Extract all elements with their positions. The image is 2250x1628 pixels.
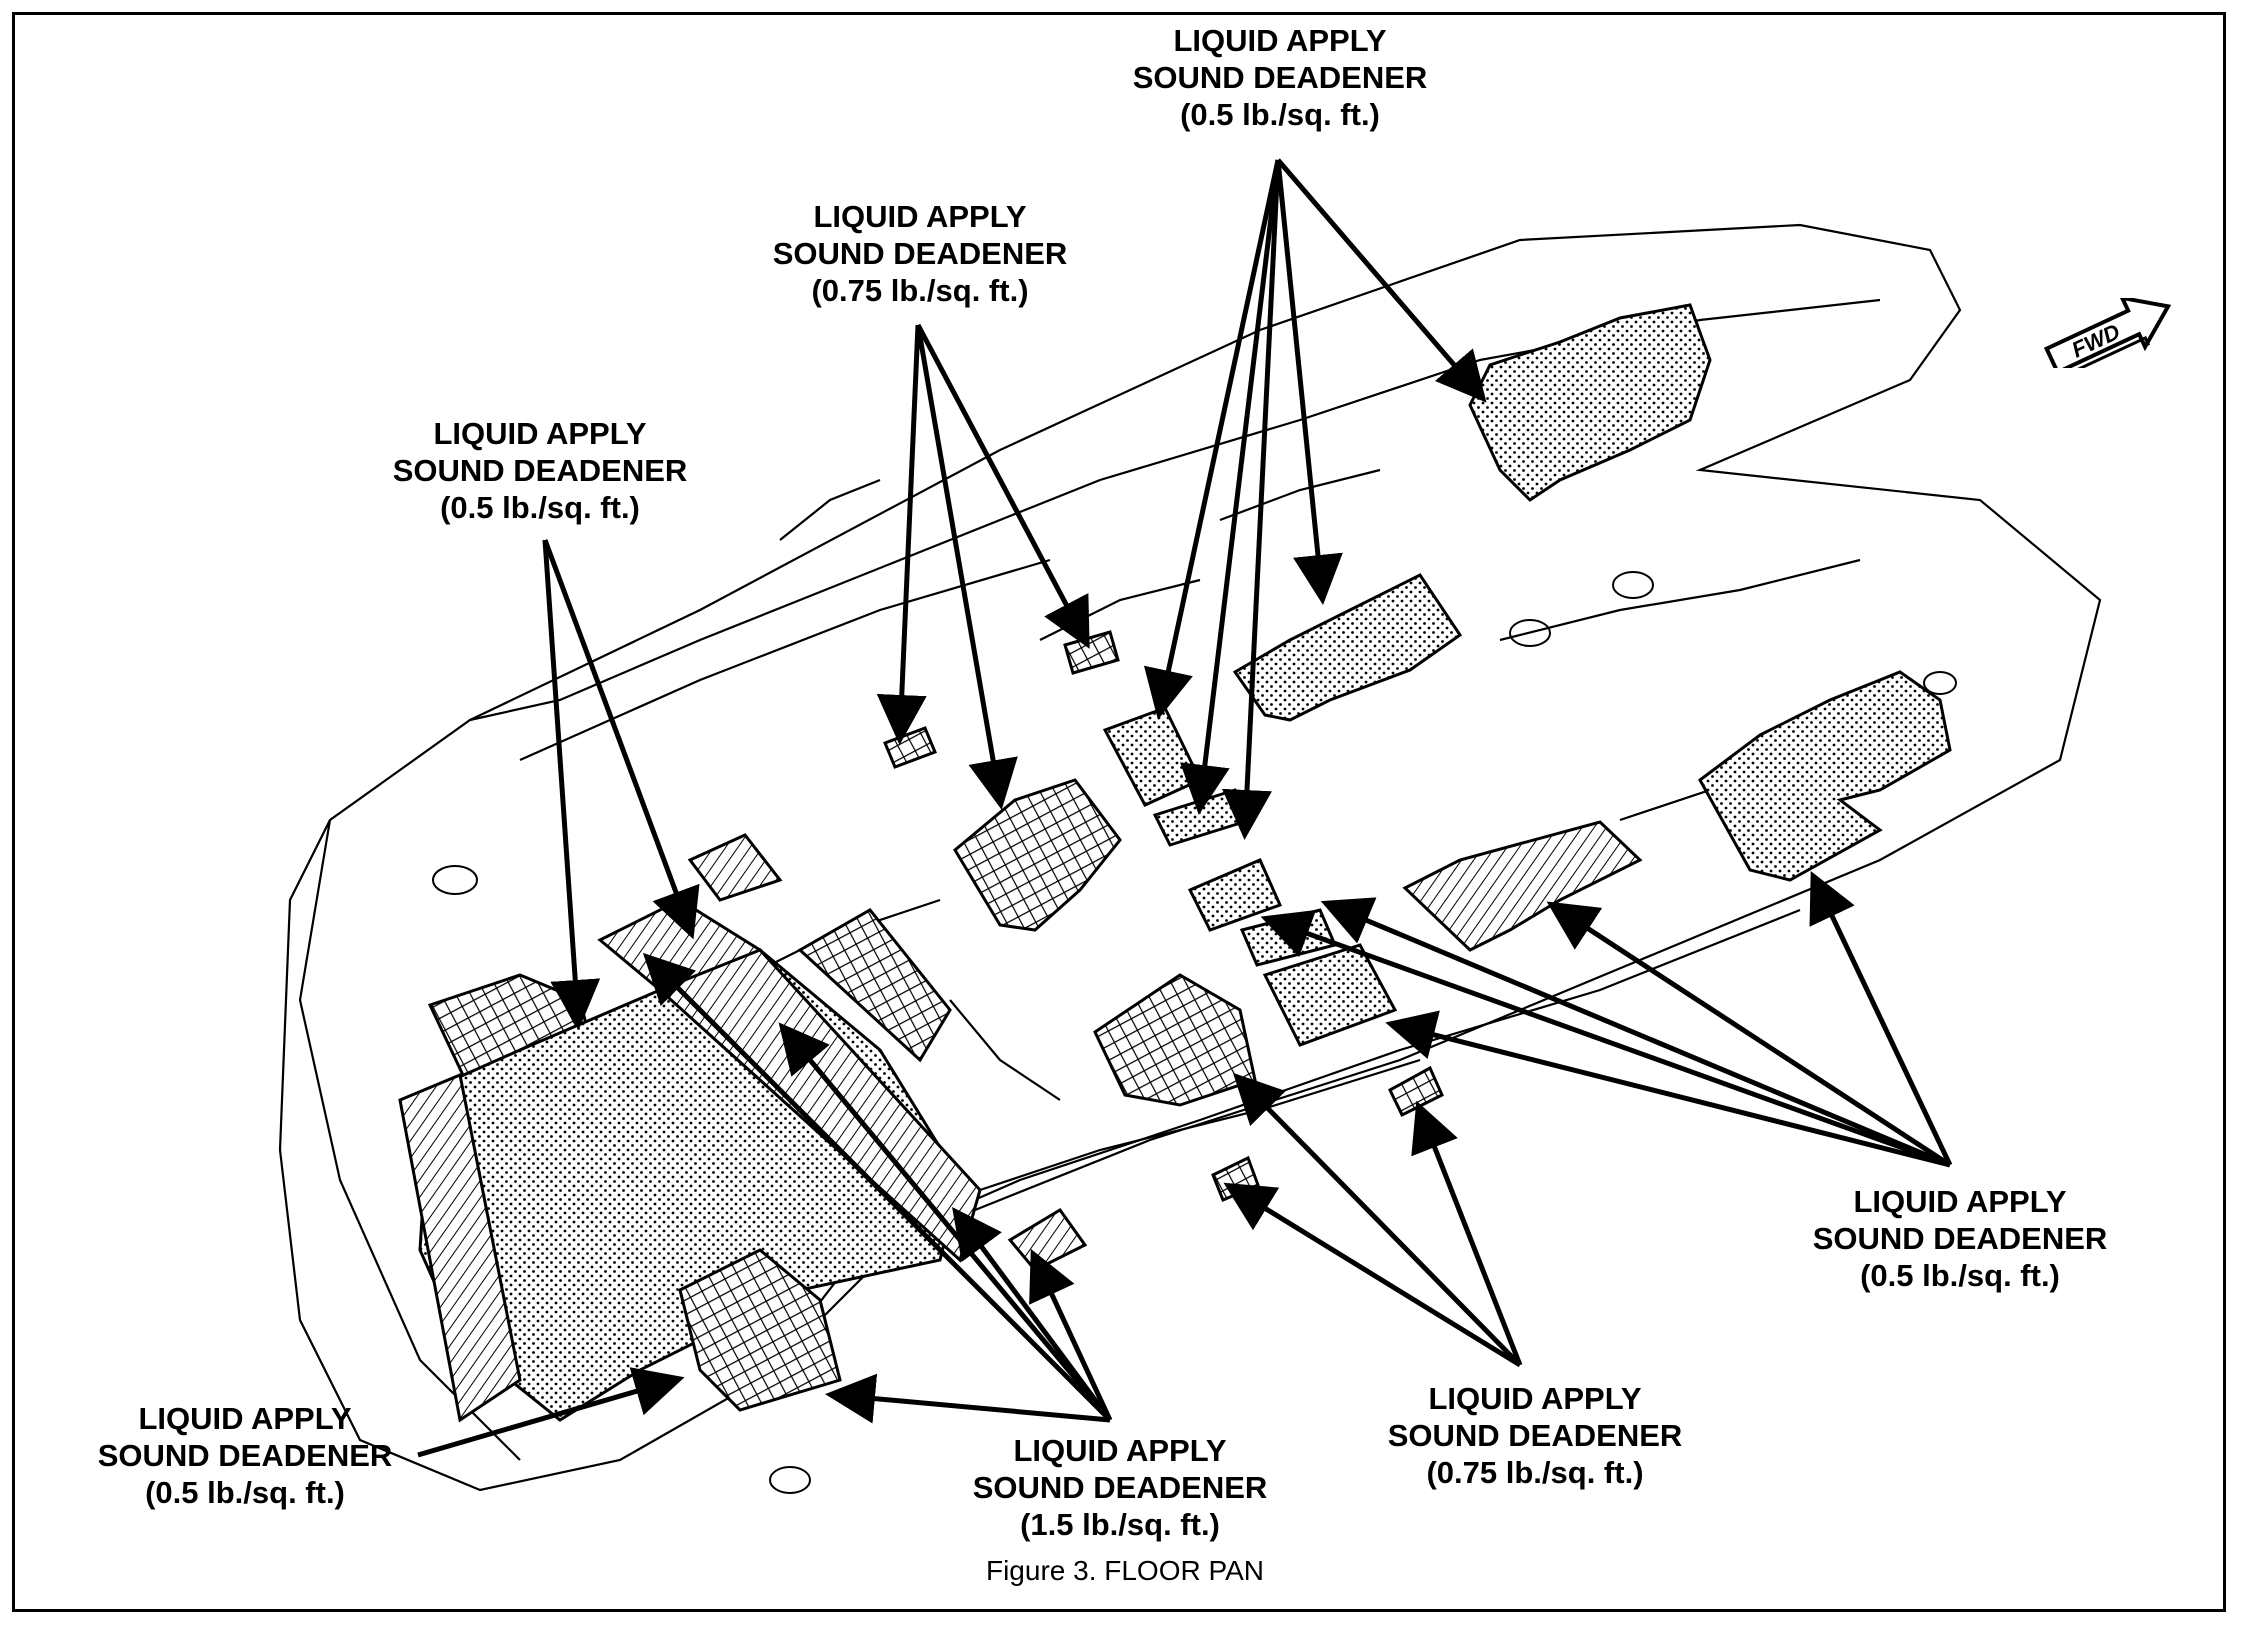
callout-line: (0.5 lb./sq. ft.)	[440, 490, 640, 525]
patch-grid-lower-c	[1211, 1155, 1260, 1202]
callout-line: SOUND DEADENER	[1387, 1418, 1683, 1453]
callout-line: (1.5 lb./sq. ft.)	[1020, 1507, 1220, 1542]
callout-upper-left: LIQUID APPLY SOUND DEADENER (0.5 lb./sq.…	[360, 415, 720, 526]
patch-top-right	[1468, 303, 1712, 502]
callout-top-center: LIQUID APPLY SOUND DEADENER (0.5 lb./sq.…	[1100, 22, 1460, 133]
callout-line: SOUND DEADENER	[972, 1470, 1268, 1505]
callout-lower-left: LIQUID APPLY SOUND DEADENER (0.5 lb./sq.…	[65, 1400, 425, 1511]
callout-line: (0.5 lb./sq. ft.)	[1860, 1258, 2060, 1293]
patch-center-upper	[1232, 573, 1463, 722]
figure-caption: Figure 3. FLOOR PAN	[985, 1555, 1264, 1586]
callout-line: LIQUID APPLY	[1013, 1433, 1227, 1468]
callout-lower-right-mid: LIQUID APPLY SOUND DEADENER (0.75 lb./sq…	[1355, 1380, 1715, 1491]
patch-hatched-right	[1402, 820, 1643, 952]
patch-left-hatched-e	[398, 1072, 522, 1423]
patch-center-a	[1102, 706, 1203, 807]
patch-left-grid-b	[797, 908, 952, 1063]
patch-center-c	[1187, 858, 1283, 932]
callout-line: LIQUID APPLY	[1428, 1381, 1642, 1416]
patch-grid-lower-a	[1093, 973, 1257, 1107]
leader-arrows	[417, 158, 1953, 1458]
forward-arrow-icon: FWD	[2043, 298, 2172, 368]
patch-right	[1698, 670, 1952, 882]
callout-line: SOUND DEADENER	[1812, 1221, 2108, 1256]
callout-line: LIQUID APPLY	[433, 416, 647, 451]
patch-grid-center	[953, 778, 1122, 932]
callout-lower-mid: LIQUID APPLY SOUND DEADENER (1.5 lb./sq.…	[940, 1432, 1300, 1543]
patch-grid-upper-left	[883, 726, 937, 769]
callout-line: (0.5 lb./sq. ft.)	[145, 1475, 345, 1510]
callout-line: LIQUID APPLY	[138, 1401, 352, 1436]
callout-line: SOUND DEADENER	[392, 453, 688, 488]
callout-line: LIQUID APPLY	[1173, 23, 1387, 58]
callout-line: (0.5 lb./sq. ft.)	[1180, 97, 1380, 132]
callout-upper-mid: LIQUID APPLY SOUND DEADENER (0.75 lb./sq…	[740, 198, 1100, 309]
patch-grid-upper-right	[1063, 630, 1120, 675]
callout-line: LIQUID APPLY	[813, 199, 1027, 234]
figure-border	[12, 12, 2226, 1612]
callout-right: LIQUID APPLY SOUND DEADENER (0.5 lb./sq.…	[1780, 1183, 2140, 1294]
callout-line: SOUND DEADENER	[772, 236, 1068, 271]
callout-line: (0.75 lb./sq. ft.)	[811, 273, 1029, 308]
patch-center-e	[1262, 943, 1398, 1047]
callout-line: LIQUID APPLY	[1853, 1184, 2067, 1219]
patch-grid-lower-b	[1388, 1065, 1444, 1118]
callout-line: (0.75 lb./sq. ft.)	[1426, 1455, 1644, 1490]
patch-left-hatched-c	[687, 833, 783, 902]
patch-left-hatched-d	[1007, 1208, 1088, 1272]
callout-line: SOUND DEADENER	[1132, 60, 1428, 95]
callout-line: SOUND DEADENER	[97, 1438, 393, 1473]
